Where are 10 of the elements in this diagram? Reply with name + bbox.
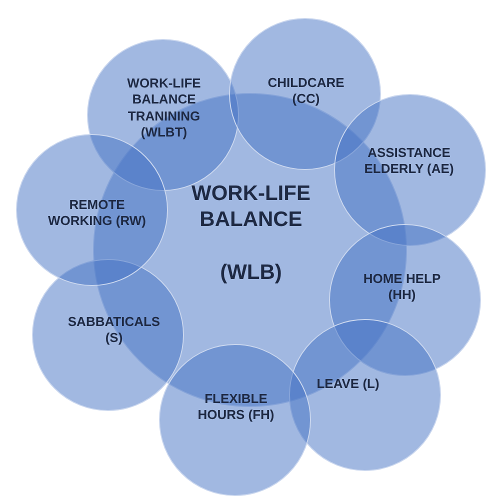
circle-label: SABBATICALS (S) (66, 314, 162, 346)
circle-label: ASSISTANCE ELDERLY (AE) (363, 144, 455, 178)
circle-label: (WLB) (219, 260, 283, 286)
circle-label: CHILDCARE (CC) (266, 74, 346, 108)
circle-label: LEAVE (L) (316, 376, 380, 392)
circle-label: FLEXIBLE HOURS (FH) (196, 390, 276, 424)
circle-label: HOME HELP (HH) (362, 270, 442, 304)
circle-label: WORK-LIFE BALANCE (190, 180, 312, 233)
circle-label: WORK-LIFE BALANCE TRANINING (WLBT) (126, 76, 202, 140)
circle-label: REMOTE WORKING (RW) (47, 196, 147, 230)
